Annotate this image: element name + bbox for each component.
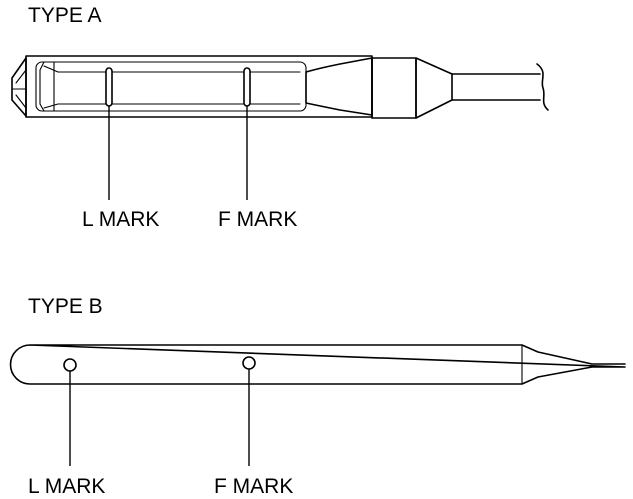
type-a-break-line [536, 63, 549, 111]
type-a-collar [371, 57, 417, 119]
type-b-f-mark [242, 356, 256, 370]
type-b-dipstick [9, 344, 626, 385]
type-a-tip [11, 57, 27, 117]
type-a-dipstick [11, 55, 549, 119]
type-b-f-mark-label: F MARK [214, 475, 293, 498]
type-a-section: TYPE A [11, 4, 549, 231]
type-a-l-mark [105, 67, 113, 107]
type-b-blade [9, 344, 626, 385]
type-a-neck [305, 57, 373, 116]
type-a-taper [415, 57, 453, 119]
type-b-section: TYPE B L MARK F MARK [9, 295, 626, 498]
type-a-l-mark-label: L MARK [82, 208, 159, 231]
type-b-l-mark [63, 358, 77, 372]
type-a-f-mark-label: F MARK [218, 208, 297, 231]
type-a-blade-body [25, 55, 373, 118]
type-b-title: TYPE B [28, 295, 103, 318]
type-b-l-mark-label: L MARK [28, 475, 105, 498]
type-a-f-mark [243, 67, 251, 107]
type-a-title: TYPE A [28, 4, 102, 27]
